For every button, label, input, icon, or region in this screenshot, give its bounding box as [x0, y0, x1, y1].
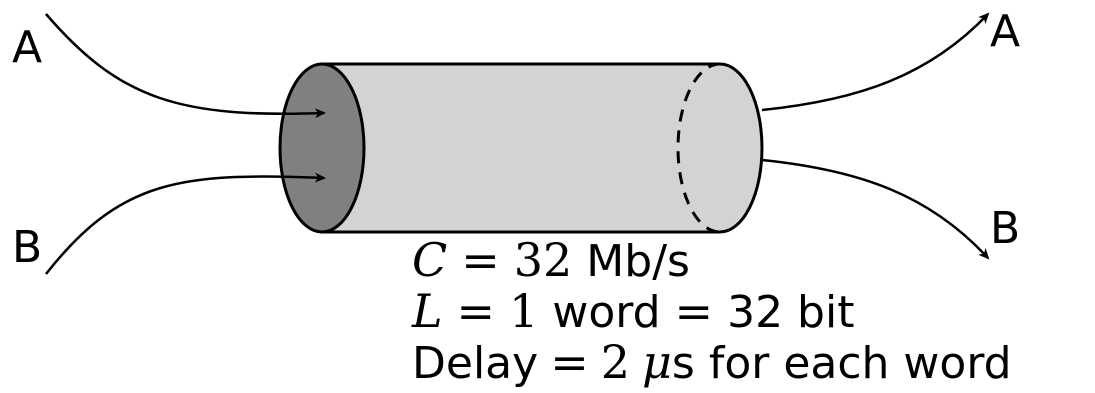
cylinder-back-edge: [676, 62, 721, 234]
cylinder-front-face: [278, 62, 366, 234]
word-length-symbol: L: [411, 284, 443, 338]
delay-value: 2: [601, 335, 630, 389]
cylinder-body: [320, 62, 764, 234]
stream-a-in-arrow: [45, 13, 326, 119]
capacity-unit: Mb/s: [586, 236, 690, 287]
capacity-symbol: C: [412, 233, 447, 287]
stream-a-out-arrow: [761, 12, 990, 112]
stream-b-out-arrow: [761, 158, 990, 260]
delay-lead: Delay: [412, 338, 538, 389]
capacity-value: 32: [514, 233, 573, 287]
delay-mu: μ: [642, 335, 672, 389]
delay-eq: =: [550, 335, 589, 389]
word-length-eq2: =: [675, 284, 714, 338]
label-a-out: A: [990, 6, 1020, 57]
word-length-mid: word: [552, 287, 660, 338]
capacity-line: C = 32 Mb/s: [412, 233, 690, 287]
label-b-in: B: [12, 222, 42, 273]
capacity-eq: =: [461, 233, 500, 287]
word-length-eq: =: [457, 284, 496, 338]
stream-b-in-arrow: [45, 172, 326, 275]
delay-tail: s for each word: [672, 338, 1012, 389]
word-length-value: 1: [509, 284, 538, 338]
word-length-value2: 32 bit: [727, 287, 854, 338]
label-b-out: B: [990, 203, 1020, 254]
label-a-in: A: [12, 22, 42, 73]
